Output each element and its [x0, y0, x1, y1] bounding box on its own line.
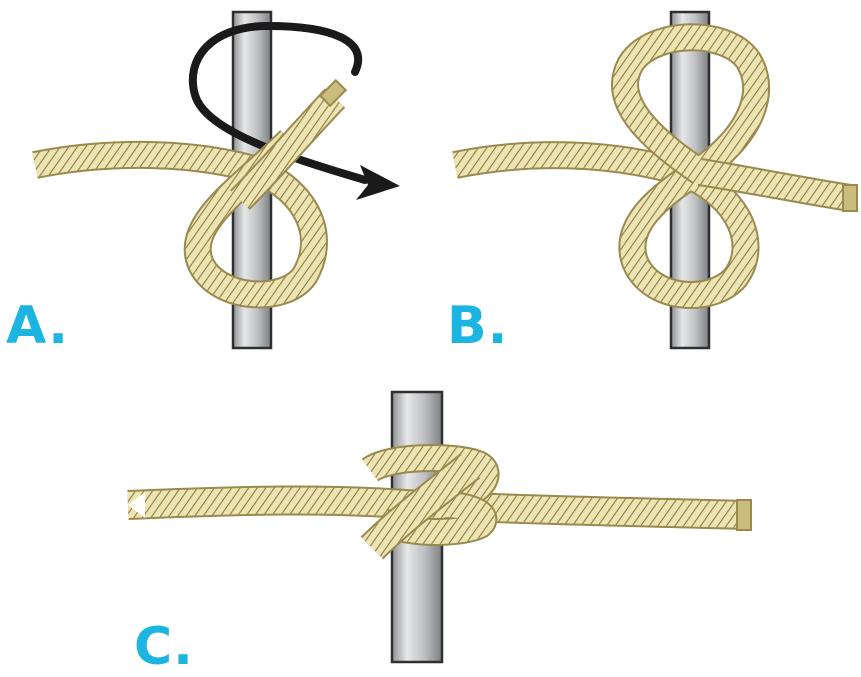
rope-a — [32, 78, 348, 309]
rope-end-c — [736, 499, 752, 531]
step-label-b: B. — [447, 296, 508, 356]
panel-a: A. — [6, 10, 400, 356]
panel-c: C. — [127, 390, 752, 677]
rope-c — [127, 444, 752, 560]
rope-cut-end-c — [128, 492, 145, 518]
panel-b: B. — [447, 10, 858, 356]
rope-b — [452, 23, 858, 309]
step-label-a: A. — [6, 296, 69, 356]
rope-end-a — [318, 78, 348, 108]
arrow-head-icon — [356, 165, 400, 200]
step-label-c: C. — [134, 617, 194, 677]
rope-end-b — [842, 184, 858, 212]
